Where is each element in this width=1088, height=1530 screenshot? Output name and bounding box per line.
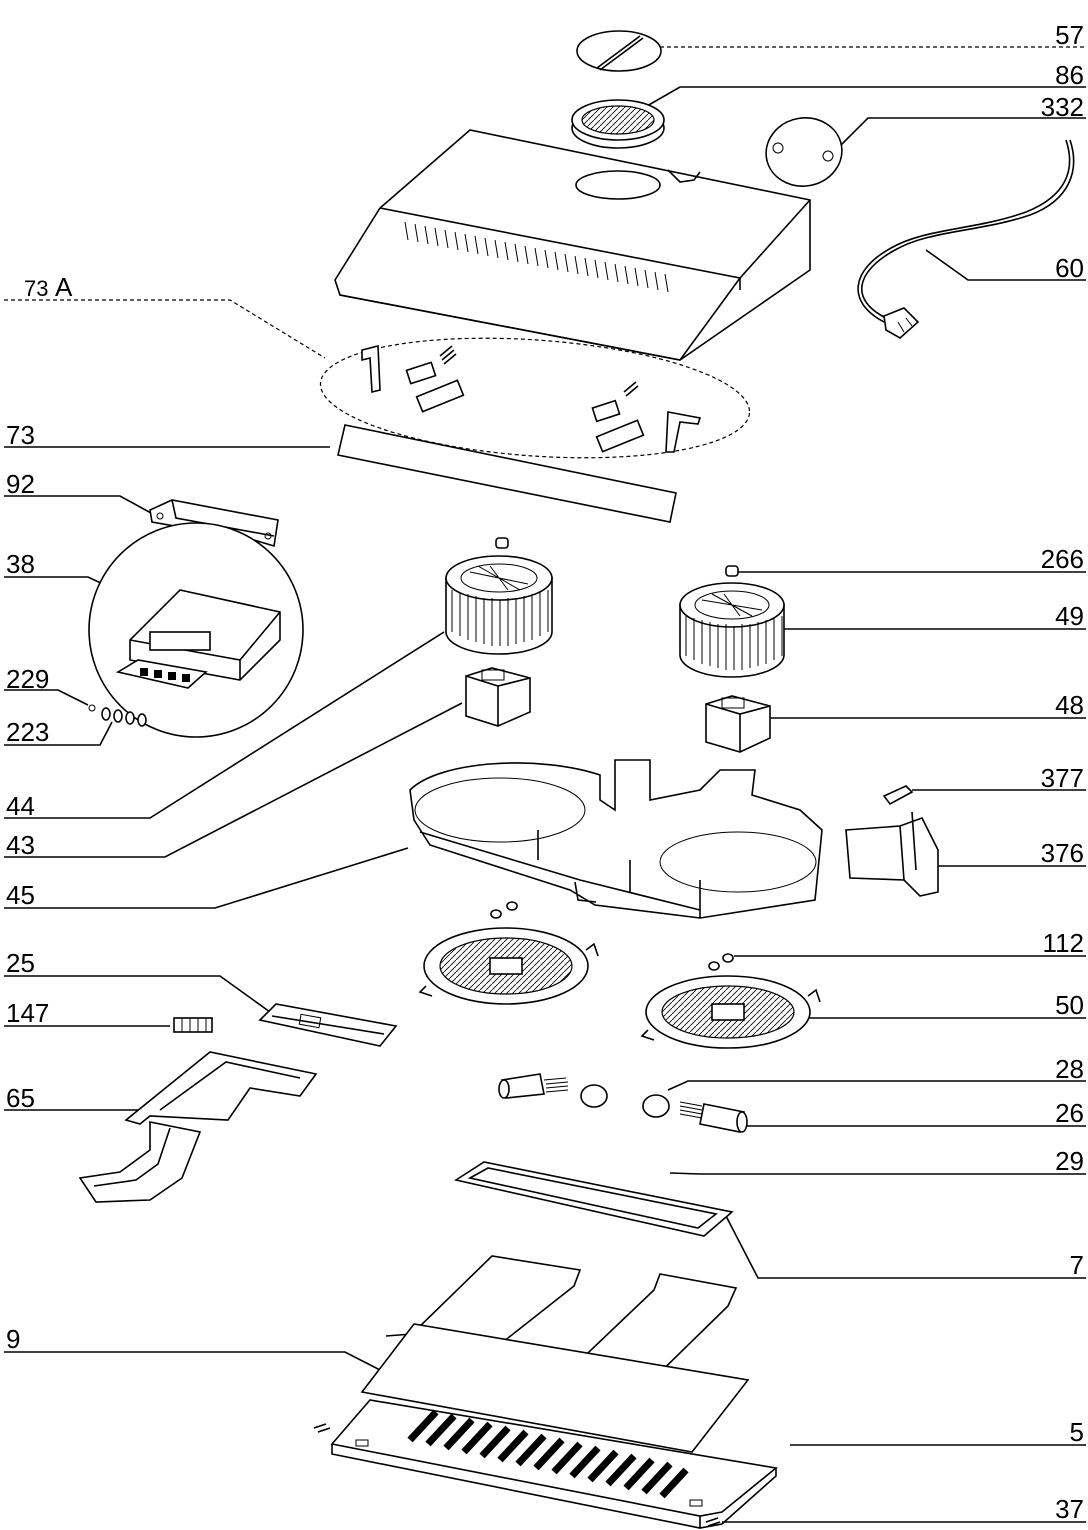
part-label-26: 26: [1055, 1098, 1084, 1128]
part-label-229: 229: [6, 664, 50, 694]
part-label-377: 377: [1040, 763, 1084, 793]
part-label-38: 38: [6, 549, 35, 579]
grease-strip-part: [337, 424, 677, 523]
hood-canopy-part: [334, 129, 811, 361]
part-label-28: 28: [1055, 1054, 1084, 1084]
leader-lines: [4, 46, 1086, 1523]
cover-plate-part: [765, 117, 843, 187]
switch-module-part: [88, 522, 304, 738]
part-label-60: 60: [1055, 253, 1084, 283]
control-frame-part: [78, 1051, 318, 1203]
part-label-57: 57: [1055, 20, 1084, 50]
part-label-7: 7: [1069, 1250, 1084, 1280]
part-label-73: 73: [6, 420, 35, 450]
part-label-73a-letter: A: [55, 272, 73, 302]
part-label-29: 29: [1055, 1146, 1084, 1176]
part-label-9: 9: [6, 1324, 21, 1354]
part-label-147: 147: [6, 998, 50, 1028]
part-label-112: 112: [1042, 928, 1084, 958]
vent-slots: [404, 221, 669, 293]
motor-left-part: [465, 667, 531, 727]
part-label-45: 45: [6, 880, 35, 910]
bottom-grille-part: [313, 1399, 778, 1529]
part-label-43: 43: [6, 830, 35, 860]
part-label-332: 332: [1040, 92, 1084, 122]
grease-filter-part: [360, 1323, 750, 1453]
diffuser-panel-part: [453, 1161, 734, 1237]
part-label-65: 65: [6, 1083, 35, 1113]
part-label-37: 37: [1055, 1494, 1084, 1524]
spacers-part: [490, 901, 734, 971]
part-label-266: 266: [1040, 544, 1084, 574]
part-label-49: 49: [1055, 601, 1084, 631]
part-label-50: 50: [1055, 990, 1084, 1020]
flap-disc-part: [576, 30, 662, 72]
part-label-25: 25: [6, 948, 35, 978]
capacitor-right-part: [642, 1094, 748, 1133]
fan-cover-right-part: [640, 975, 821, 1049]
small-screws-part: [88, 704, 147, 727]
fixing-kit-group: [319, 337, 751, 459]
part-label-48: 48: [1055, 690, 1084, 720]
power-cord-part: [857, 139, 1075, 339]
motor-right-part: [705, 695, 771, 753]
fan-housing-part: [409, 759, 823, 919]
blower-wheel-left-part: [445, 555, 553, 655]
damper-flap-part: [845, 785, 939, 897]
part-label-376: 376: [1040, 838, 1084, 868]
part-label-5: 5: [1069, 1417, 1084, 1447]
part-label-44: 44: [6, 791, 35, 821]
capacitor-left-part: [498, 1073, 608, 1108]
control-cover-part: [258, 1003, 398, 1047]
part-label-86: 86: [1055, 60, 1084, 90]
terminal-block-part: [173, 1017, 213, 1033]
part-label-223: 223: [6, 717, 50, 747]
part-label-73a-number: 73: [24, 276, 49, 301]
outlet-grille-part: [571, 99, 665, 149]
blower-wheel-right-part: [679, 582, 785, 678]
motor-nut-part: [495, 537, 739, 577]
fan-cover-left-part: [418, 927, 599, 1005]
part-label-92: 92: [6, 469, 35, 499]
